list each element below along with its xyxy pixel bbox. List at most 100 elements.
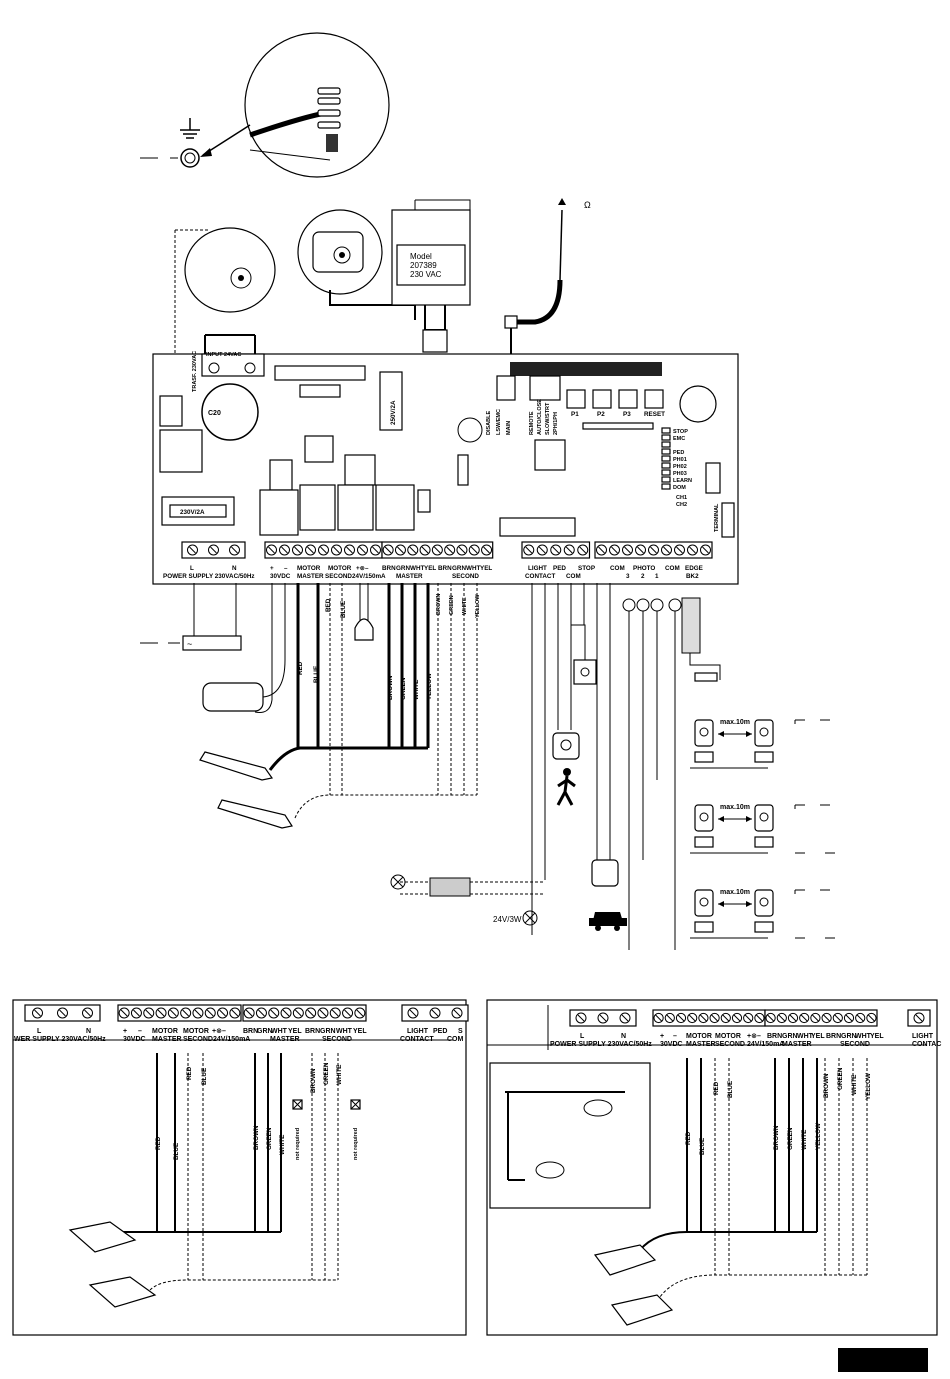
antenna: Ω xyxy=(504,198,591,355)
dip-b-2: AUTO/CLOSE xyxy=(537,399,543,435)
terminal-caption-row2: WER SUPPLY 230VAC/50Hz xyxy=(14,1036,106,1043)
terminal-block-power xyxy=(181,541,246,559)
motor-wiring: RED BLUE BROWN GREEN WHITE YELLOW RED BL… xyxy=(199,583,481,829)
enc-master-green: GREEN xyxy=(400,677,407,700)
wire-label: RED xyxy=(713,1081,720,1095)
ib-ped: PED xyxy=(553,565,566,572)
mb-grn1: GRN xyxy=(396,565,410,572)
terminal-caption: BRN xyxy=(305,1028,320,1035)
terminal-caption: L xyxy=(37,1028,42,1035)
wire-label: BLUE xyxy=(699,1138,706,1155)
max-distance-label: max.10m xyxy=(720,804,750,811)
wire-label: YELLOW xyxy=(815,1123,822,1150)
mb-second: SECOND xyxy=(325,573,352,580)
terminal-caption: BRN xyxy=(767,1033,782,1040)
ib-stop: STOP xyxy=(578,565,595,572)
second-actuator xyxy=(217,799,293,829)
terminal-caption-row2: CONTAC xyxy=(912,1041,941,1048)
status-led xyxy=(661,441,671,448)
terminal-caption-row2: MASTER xyxy=(270,1036,300,1043)
terminal-caption: + xyxy=(123,1028,127,1035)
status-led xyxy=(661,427,671,434)
terminal-caption-row2: SECOND xyxy=(840,1041,870,1048)
reset-button[interactable] xyxy=(644,389,664,409)
enc-second-white: WHITE xyxy=(462,597,468,615)
status-led xyxy=(661,448,671,455)
terminal-caption-row2: CONTACT xyxy=(400,1036,434,1043)
wire-label: RED xyxy=(155,1136,162,1150)
terminal-caption: +⊗– xyxy=(212,1028,226,1035)
terminal-caption-row2: 24V/150mA xyxy=(213,1036,250,1043)
wire-label: BROWN xyxy=(773,1125,780,1150)
key-selector-ped xyxy=(552,732,580,760)
enc-master-yellow: YELLOW xyxy=(426,673,433,700)
terminal-caption: MOTOR xyxy=(183,1028,209,1035)
terminal-caption: YEL xyxy=(870,1033,884,1040)
photocell-tx xyxy=(694,889,714,917)
underground-motor-master xyxy=(68,1221,137,1253)
ac-icon: ~ xyxy=(187,639,192,649)
swing-motor-master xyxy=(593,1244,657,1276)
wire-label: YELLOW xyxy=(865,1073,872,1100)
terminal-caption-row2: COM xyxy=(447,1036,464,1043)
lock-module: Model 207389 230 VAC xyxy=(391,199,471,375)
terminal-caption-row2: SECOND xyxy=(322,1036,352,1043)
terminal-caption: – xyxy=(673,1033,677,1040)
ib-light: LIGHT xyxy=(528,565,547,572)
stop-button-device xyxy=(573,659,597,685)
module-number-label: 207389 xyxy=(410,261,437,270)
terminal-caption-row2: POWER SUPPLY 230VAC/50Hz xyxy=(550,1041,652,1048)
input-24vac-label: INPUT 24VAC xyxy=(206,352,241,358)
ib-photo: PHOTO xyxy=(633,565,655,572)
wire-blue2-label: BLUE xyxy=(340,601,347,618)
pin-l-label: L xyxy=(190,565,194,572)
terminal-block-inputs xyxy=(521,541,713,559)
terminal-caption: WHT xyxy=(336,1028,353,1035)
photocell-tx xyxy=(694,719,714,747)
terminal-caption: N xyxy=(86,1028,91,1035)
led-label: PH02 xyxy=(673,464,687,470)
earth-detail-circle xyxy=(244,32,390,178)
terminal-caption: LIGHT xyxy=(912,1033,934,1040)
wire-label: BLUE xyxy=(727,1081,734,1098)
terminal-caption: + xyxy=(660,1033,664,1040)
terminal-caption: WHT xyxy=(797,1033,814,1040)
underground-motor-second xyxy=(88,1276,157,1308)
mb-wht2: WHT xyxy=(466,565,480,572)
terminal-caption-row2: SECOND xyxy=(183,1036,213,1043)
terminal-caption-row2: SECOND xyxy=(715,1041,745,1048)
safety-edge xyxy=(681,597,701,654)
wire-label: WHITE xyxy=(279,1135,286,1155)
mb-24v: 24V/150mA xyxy=(352,573,386,580)
master-actuator xyxy=(199,751,274,781)
dip-b-4: 2PH/1PH xyxy=(553,412,559,435)
courtesy-light-icon xyxy=(390,874,406,890)
p2-button[interactable] xyxy=(592,389,612,409)
reset-label: RESET xyxy=(644,411,665,418)
led-label: LEARN xyxy=(673,478,692,484)
not-required-label: not required xyxy=(353,1128,359,1160)
led-label: STOP xyxy=(673,429,688,435)
antenna-ohm-label: Ω xyxy=(584,200,591,210)
dip-a-1: DISABLE xyxy=(486,411,492,435)
p1-button[interactable] xyxy=(566,389,586,409)
wire-label: GREEN xyxy=(837,1067,844,1090)
p3-button[interactable] xyxy=(618,389,638,409)
wire-label: GREEN xyxy=(266,1127,273,1150)
ib-bk2: BK2 xyxy=(686,573,699,580)
led-label: PH03 xyxy=(673,471,687,477)
mb-30vdc: 30VDC xyxy=(270,573,291,580)
status-led xyxy=(661,469,671,476)
terminal-label: TERMINAL xyxy=(714,503,720,532)
wire-label: RED xyxy=(186,1066,193,1080)
led-label: DOM xyxy=(673,485,686,491)
trasf-label: TRASF. 230VAC xyxy=(192,351,198,392)
wire-red2-label: RED xyxy=(325,598,332,612)
status-led xyxy=(661,434,671,441)
status-led xyxy=(661,476,671,483)
terminal-caption-row2: MASTER xyxy=(782,1041,812,1048)
led-label: PH01 xyxy=(673,457,687,463)
